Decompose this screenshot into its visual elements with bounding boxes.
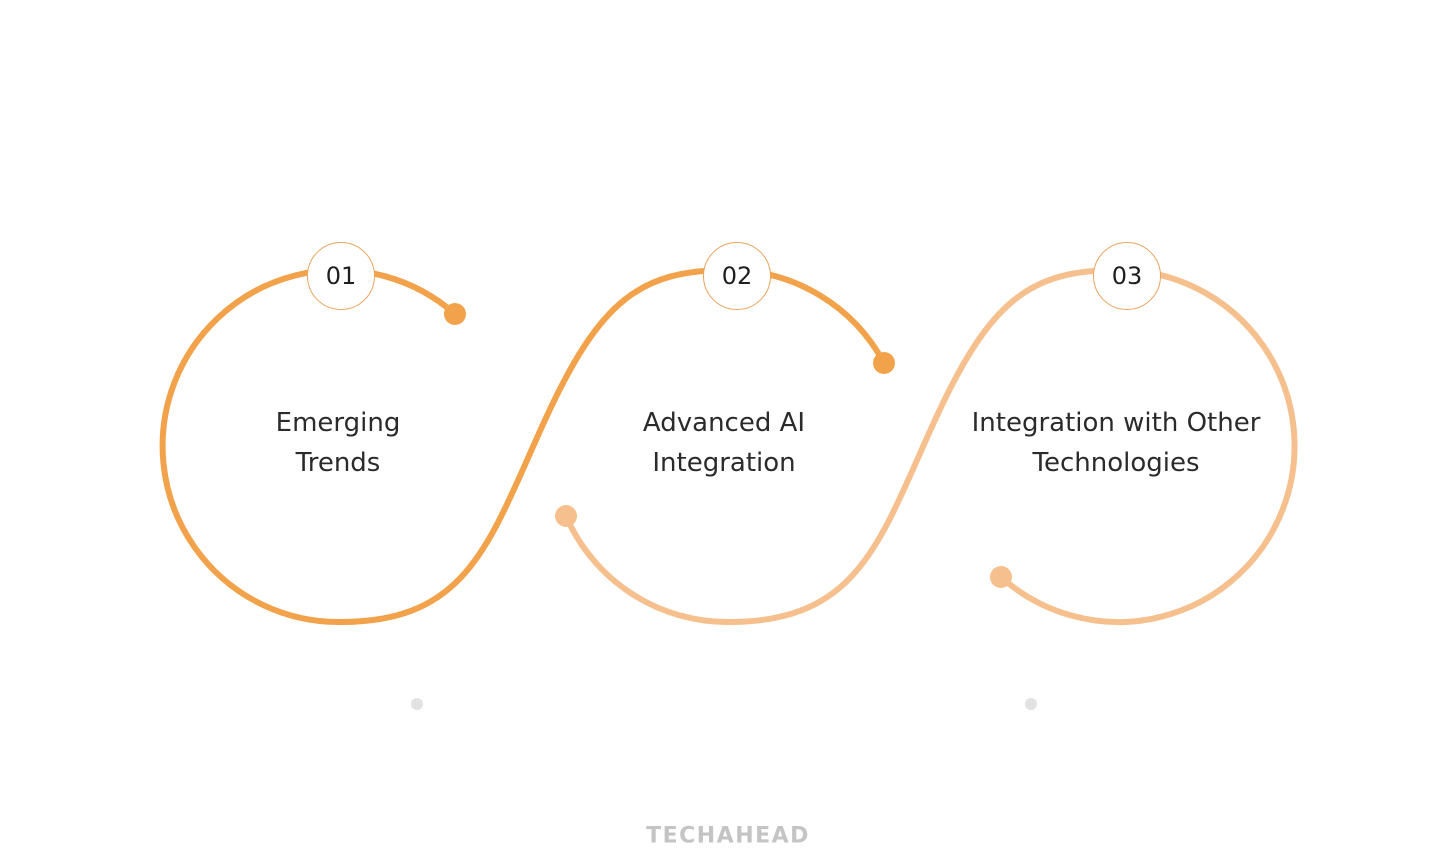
step-3-number: 03 — [1111, 262, 1143, 290]
pagination-dot-2[interactable] — [1025, 698, 1037, 710]
endpoint-dot-3 — [555, 505, 577, 527]
endpoint-dot-2 — [873, 352, 895, 374]
brand-logo: TECHAHEAD — [646, 823, 810, 849]
step-1-title-line1: Emerging — [275, 408, 401, 438]
endpoint-dot-1 — [444, 303, 466, 325]
step-3-title-line2: Technologies — [1032, 448, 1200, 478]
pagination-dot-1[interactable] — [411, 698, 423, 710]
step-3-title-line1: Integration with Other — [971, 408, 1261, 438]
step-3-title: Integration with Other Technologies — [972, 403, 1261, 483]
step-3-badge: 03 — [1093, 242, 1161, 310]
step-2-title-line1: Advanced AI — [642, 408, 806, 438]
step-1-title-line2: Trends — [295, 448, 381, 478]
step-2-title: Advanced AI Integration — [643, 403, 805, 483]
step-1-number: 01 — [325, 262, 357, 290]
circle-2-bottom-arc — [563, 513, 732, 626]
connector-1-2 — [338, 267, 732, 625]
step-1-title: Emerging Trends — [276, 403, 401, 483]
step-2-title-line2: Integration — [652, 448, 796, 478]
step-2-badge: 02 — [703, 242, 771, 310]
step-2-number: 02 — [721, 262, 753, 290]
circle-3-arc — [998, 266, 1298, 625]
endpoint-dot-4 — [990, 566, 1012, 588]
step-1-badge: 01 — [307, 242, 375, 310]
connector-2-3 — [726, 267, 1121, 625]
